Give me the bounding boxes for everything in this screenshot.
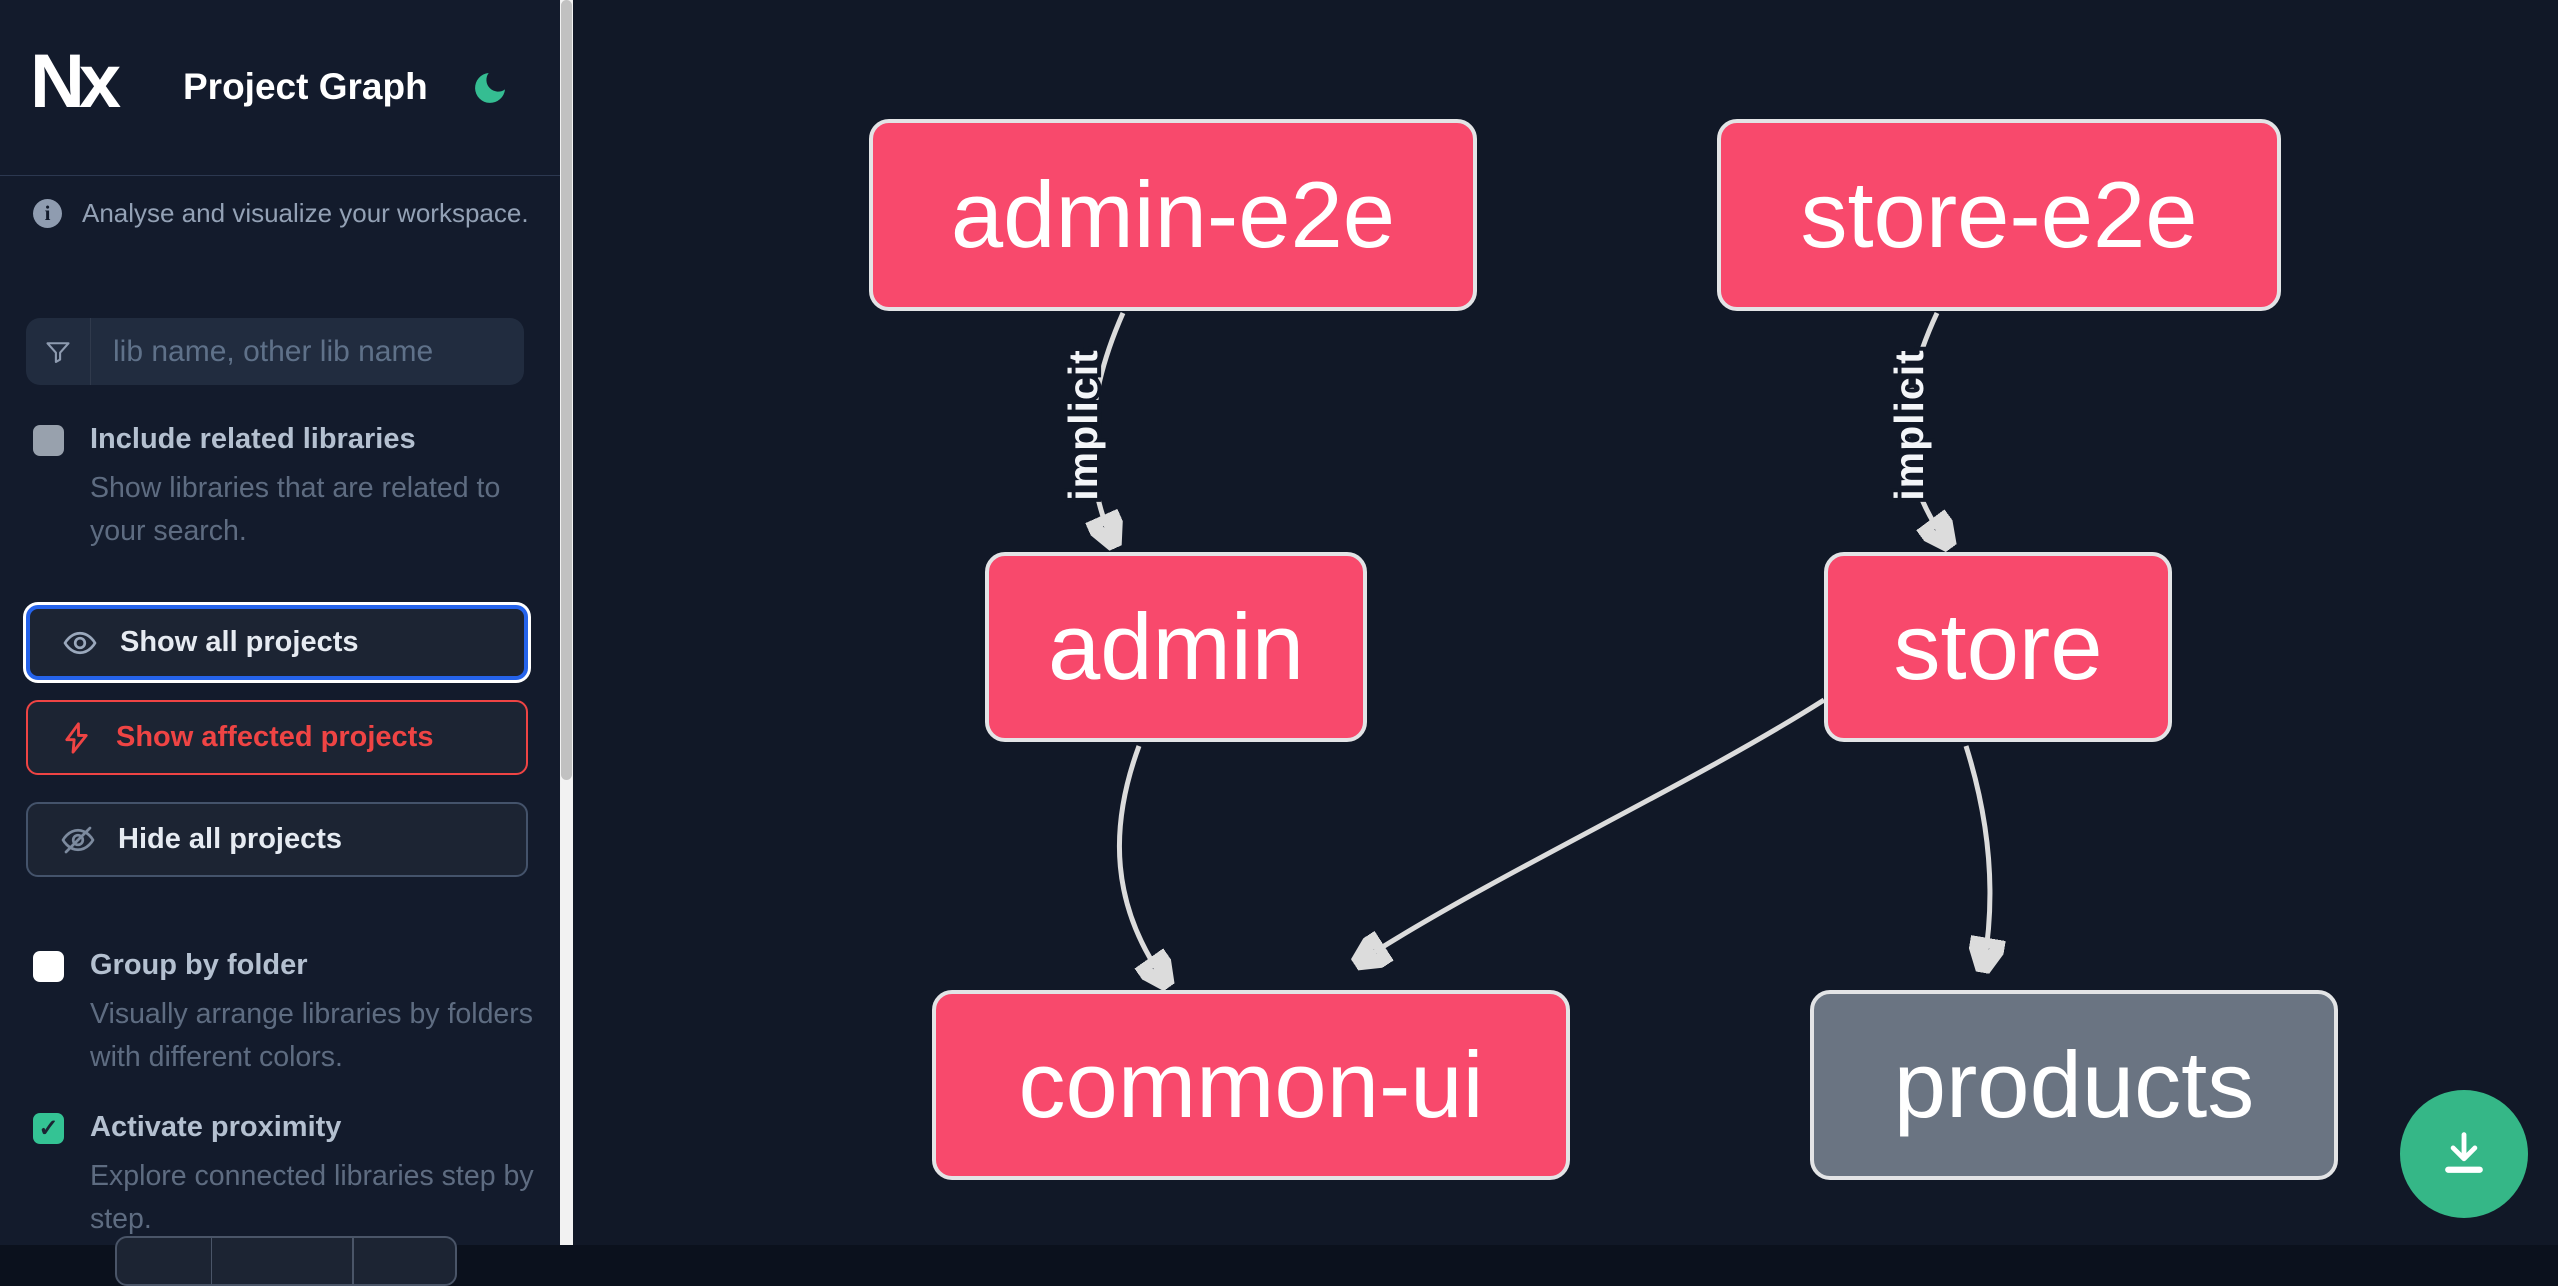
node-admin[interactable]: admin: [985, 552, 1367, 742]
node-admin-e2e[interactable]: admin-e2e: [869, 119, 1477, 311]
hide-all-projects-label: Hide all projects: [118, 823, 343, 855]
search-box: [26, 318, 524, 385]
activate-proximity-toggle: ✓ Activate proximity Explore connected l…: [33, 1110, 540, 1240]
node-store[interactable]: store: [1824, 552, 2172, 742]
page-title: Project Graph: [183, 66, 428, 107]
group-by-folder-label: Group by folder: [90, 949, 308, 981]
node-products[interactable]: products: [1810, 990, 2338, 1180]
nx-logo: Nx: [30, 39, 121, 124]
download-graph-button[interactable]: [2400, 1090, 2528, 1218]
activate-proximity-label: Activate proximity: [90, 1111, 342, 1143]
include-related-label: Include related libraries: [90, 423, 416, 455]
proximity-depth-stepper[interactable]: [115, 1236, 457, 1286]
show-affected-projects-button[interactable]: Show affected projects: [26, 700, 528, 775]
show-affected-projects-label: Show affected projects: [116, 721, 434, 753]
tagline-text: Analyse and visualize your workspace.: [82, 198, 529, 228]
show-all-projects-label: Show all projects: [120, 626, 359, 658]
theme-toggle-moon-icon[interactable]: [470, 68, 510, 108]
group-by-folder-toggle: ✓ Group by folder Visually arrange libra…: [33, 948, 540, 1078]
node-common-ui[interactable]: common-ui: [932, 990, 1570, 1180]
include-related-description: Show libraries that are related to your …: [90, 471, 501, 547]
eye-icon: [63, 631, 97, 654]
scrollbar-thumb[interactable]: [561, 0, 572, 780]
info-icon: i: [33, 199, 62, 228]
tagline-row: i Analyse and visualize your workspace.: [33, 198, 529, 229]
group-by-folder-checkbox[interactable]: ✓: [33, 951, 64, 982]
search-input[interactable]: [91, 318, 524, 385]
show-all-projects-button[interactable]: Show all projects: [26, 605, 528, 680]
activate-proximity-checkbox[interactable]: ✓: [33, 1113, 64, 1144]
group-by-folder-description: Visually arrange libraries by folders wi…: [90, 997, 534, 1073]
include-related-toggle: ✓ Include related libraries Show librari…: [33, 422, 540, 552]
filter-funnel-icon: [26, 318, 91, 385]
activate-proximity-description: Explore connected libraries step by step…: [90, 1159, 534, 1235]
lightning-bolt-icon: [65, 721, 88, 754]
node-store-e2e[interactable]: store-e2e: [1717, 119, 2281, 311]
hide-all-projects-button[interactable]: Hide all projects: [26, 802, 528, 877]
sidebar-header: Nx Project Graph: [0, 0, 560, 176]
download-icon: [2445, 1132, 2483, 1173]
eye-off-icon: [61, 826, 95, 853]
include-related-checkbox[interactable]: ✓: [33, 425, 64, 456]
sidebar-scrollbar: [560, 0, 573, 1245]
sidebar: Nx Project Graph i Analyse and visualize…: [0, 0, 560, 1286]
